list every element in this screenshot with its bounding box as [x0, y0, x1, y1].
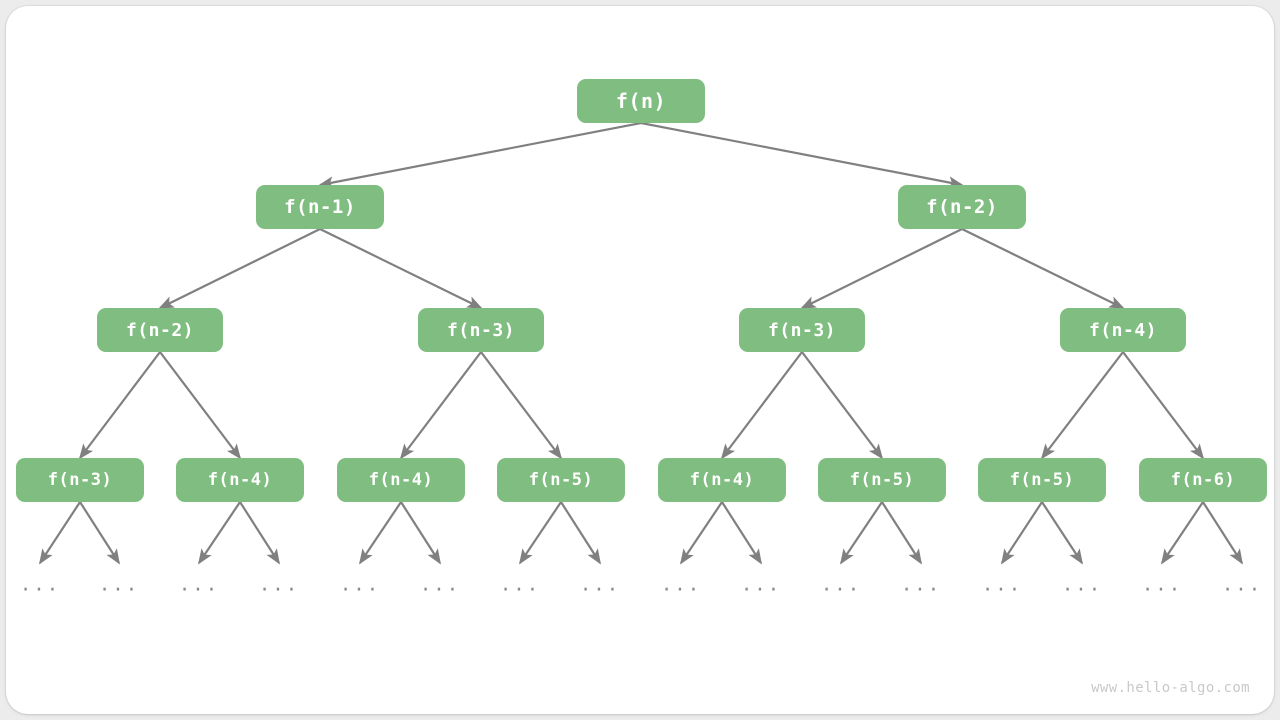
tree-node-fnminus6[interactable]: f(n-6): [1139, 458, 1267, 502]
ellipsis-marker: ...: [98, 573, 140, 596]
tree-node-fnminus2[interactable]: f(n-2): [898, 185, 1026, 229]
ellipsis-marker: ...: [499, 573, 541, 596]
ellipsis-marker: ...: [820, 573, 862, 596]
ellipsis-marker: ...: [19, 573, 61, 596]
tree-node-fnminus5[interactable]: f(n-5): [497, 458, 625, 502]
ellipsis-marker: ...: [1141, 573, 1183, 596]
ellipsis-marker: ...: [178, 573, 220, 596]
tree-node-fnminus3[interactable]: f(n-3): [418, 308, 544, 352]
ellipsis-marker: ...: [981, 573, 1023, 596]
watermark: www.hello-algo.com: [1091, 680, 1250, 696]
tree-node-fnminus5[interactable]: f(n-5): [818, 458, 946, 502]
ellipsis-marker: ...: [419, 573, 461, 596]
tree-node-fnminus4[interactable]: f(n-4): [337, 458, 465, 502]
ellipsis-marker: ...: [740, 573, 782, 596]
ellipsis-marker: ...: [1221, 573, 1263, 596]
ellipsis-marker: ...: [660, 573, 702, 596]
ellipsis-marker: ...: [339, 573, 381, 596]
tree-node-fnminus4[interactable]: f(n-4): [658, 458, 786, 502]
ellipsis-marker: ...: [579, 573, 621, 596]
ellipsis-marker: ...: [1061, 573, 1103, 596]
tree-node-fnminus4[interactable]: f(n-4): [1060, 308, 1186, 352]
tree-node-fn[interactable]: f(n): [577, 79, 705, 123]
tree-node-fnminus3[interactable]: f(n-3): [16, 458, 144, 502]
tree-node-fnminus2[interactable]: f(n-2): [97, 308, 223, 352]
ellipsis-marker: ...: [900, 573, 942, 596]
tree-node-fnminus5[interactable]: f(n-5): [978, 458, 1106, 502]
tree-node-fnminus3[interactable]: f(n-3): [739, 308, 865, 352]
tree-node-fnminus4[interactable]: f(n-4): [176, 458, 304, 502]
ellipsis-marker: ...: [258, 573, 300, 596]
tree-node-fnminus1[interactable]: f(n-1): [256, 185, 384, 229]
